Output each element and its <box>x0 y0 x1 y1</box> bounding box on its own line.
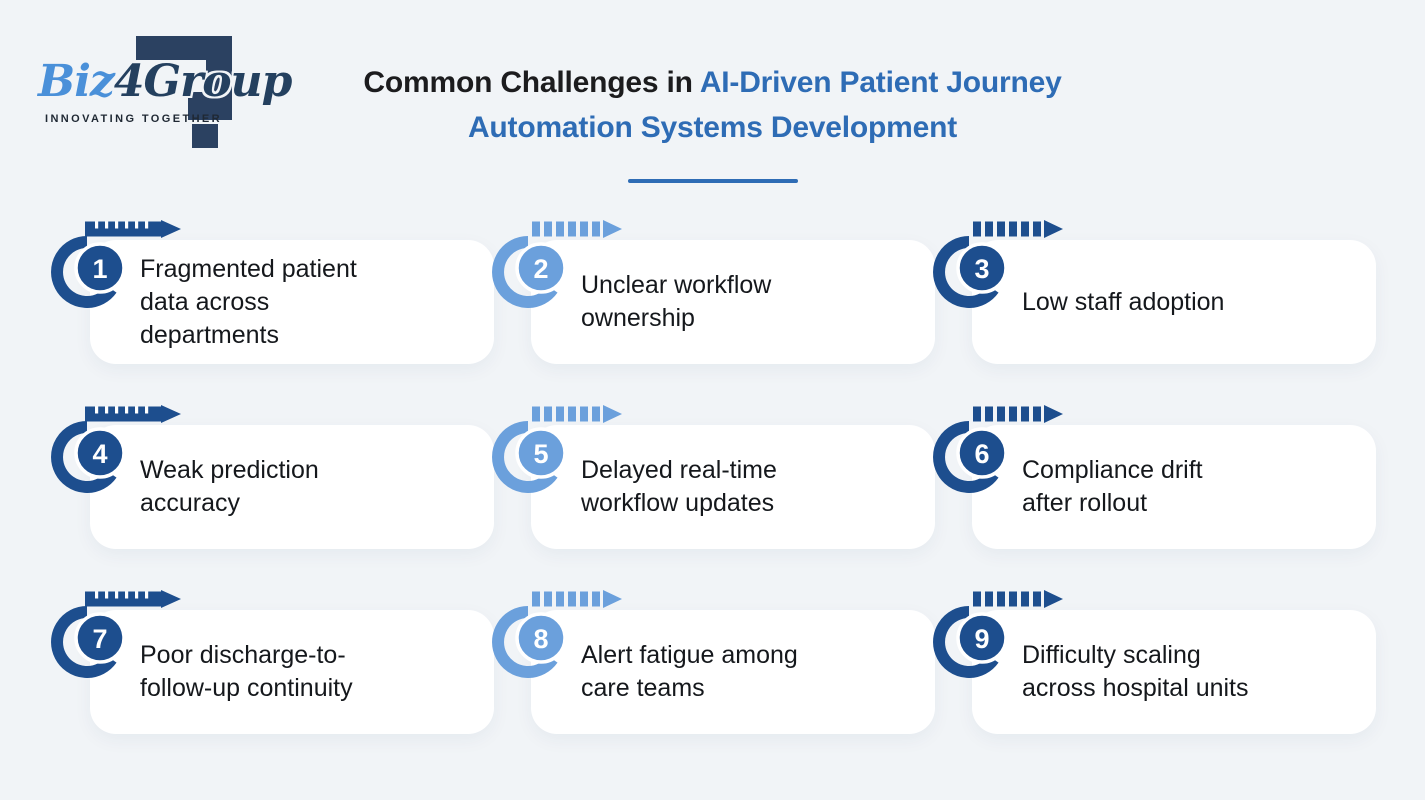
badge-arrow-icon <box>532 590 622 608</box>
badge-arrow-icon <box>532 220 622 238</box>
challenge-text: Unclear workflow ownership <box>581 271 772 332</box>
badge-arrow-icon <box>973 220 1063 238</box>
challenge-card-4: 4 Weak prediction accuracy <box>51 405 494 549</box>
title-dark-part: Common Challenges in <box>363 66 693 99</box>
badge-arrow-icon <box>973 590 1063 608</box>
challenge-card-8: 8 Alert fatigue among care teams <box>492 590 935 734</box>
badge-arrow-icon <box>973 405 1063 423</box>
challenge-text: Alert fatigue among care teams <box>581 641 798 702</box>
badge-arrow-icon <box>85 590 181 608</box>
title-blue-part: AI-Driven Patient Journey <box>699 66 1062 99</box>
challenge-text: Delayed real-time workflow updates <box>581 456 777 517</box>
title-line2: Automation Systems Development <box>467 111 958 144</box>
brand-mark-icon <box>136 36 232 148</box>
challenge-text: Difficulty scaling across hospital units <box>1022 641 1249 702</box>
challenge-card-6: 6 Compliance drift after rollout <box>933 405 1376 549</box>
page-title: Common Challenges in AI-Driven Patient J… <box>0 60 1425 150</box>
challenge-card-7: 7 Poor discharge-to- follow-up continuit… <box>51 590 494 734</box>
challenge-card-2: 2 Unclear workflow ownership <box>492 220 935 364</box>
logo: Biz4Group INNOVATING TOGETHER <box>38 30 292 160</box>
challenge-text: Fragmented patient data across departmen… <box>140 254 357 349</box>
brand-name: Biz4Group <box>38 56 293 108</box>
challenge-card-5: 5 Delayed real-time workflow updates <box>492 405 935 549</box>
challenge-text: Poor discharge-to- follow-up continuity <box>140 641 353 702</box>
title-underline <box>627 179 798 183</box>
badge-number: 3 <box>974 254 989 284</box>
challenge-text: Low staff adoption <box>1022 287 1225 316</box>
brand-name-group: Group <box>143 56 293 107</box>
challenge-text: Compliance drift after rollout <box>1022 456 1203 517</box>
header: Common Challenges in AI-Driven Patient J… <box>0 60 1425 183</box>
challenges-grid: 1 Fragmented patient data across departm… <box>51 220 1376 734</box>
badge-arrow-icon <box>85 405 181 423</box>
brand-name-4: 4 <box>113 56 145 107</box>
challenge-card-9: 9 Difficulty scaling across hospital uni… <box>933 590 1376 734</box>
challenge-text: Weak prediction accuracy <box>140 456 319 517</box>
badge-arrow-icon <box>532 405 622 423</box>
brand-tagline: INNOVATING TOGETHER <box>45 113 222 125</box>
challenge-card-1: 1 Fragmented patient data across departm… <box>51 220 494 364</box>
brand-name-biz: Biz <box>38 56 115 107</box>
challenge-card-3: 3 Low staff adoption <box>933 220 1376 364</box>
badge-arrow-icon <box>85 220 181 238</box>
